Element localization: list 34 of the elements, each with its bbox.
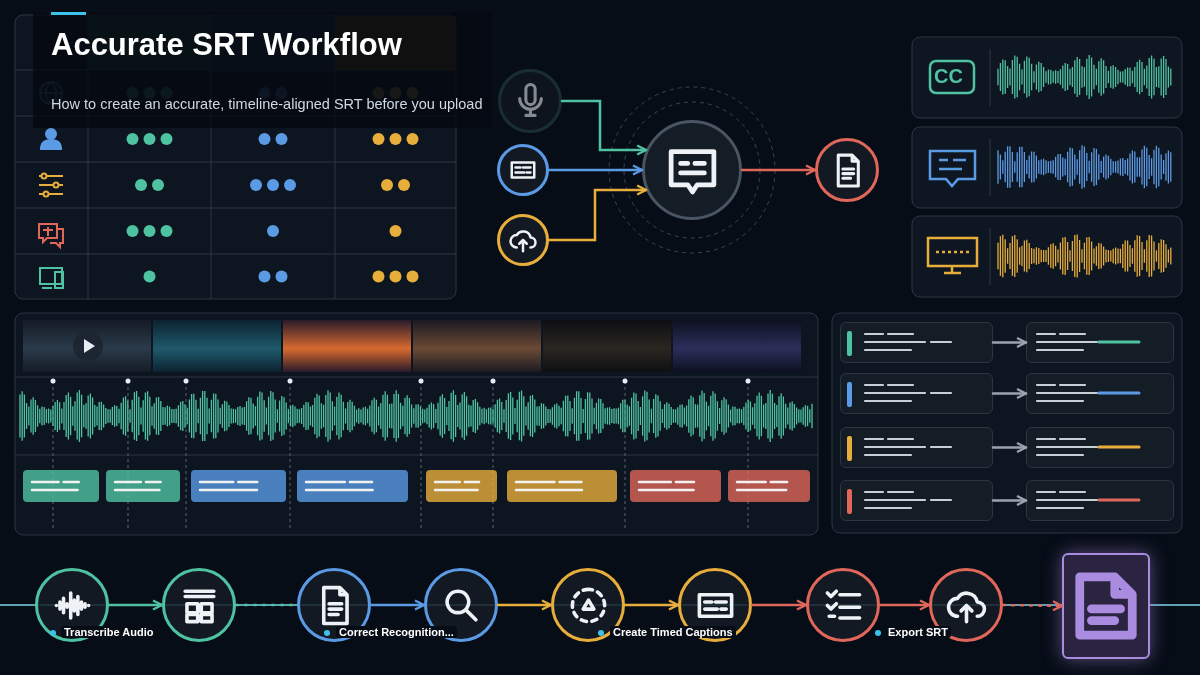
arrow	[547, 184, 648, 242]
arrow	[1001, 600, 1064, 612]
closed-caption-icon: CC	[934, 65, 963, 88]
arrow	[623, 599, 680, 611]
card	[1026, 427, 1174, 468]
step-label: Correct Recognition...	[336, 626, 457, 638]
step-circle	[497, 214, 549, 266]
arrow	[369, 599, 426, 611]
step-circle	[642, 120, 742, 220]
card	[1026, 322, 1174, 363]
arrow	[991, 441, 1028, 454]
arrow	[878, 599, 931, 611]
title: Accurate SRT Workflow	[51, 27, 402, 63]
step-circle	[815, 138, 879, 202]
arrow	[560, 99, 648, 156]
arrow	[750, 599, 808, 611]
subtitle: How to create an accurate, timeline-aligned SRT before you upload	[51, 96, 483, 112]
card	[840, 373, 993, 414]
card	[1026, 373, 1174, 414]
arrow	[740, 164, 817, 176]
arrow	[107, 599, 164, 611]
step-circle	[497, 144, 549, 196]
card	[840, 480, 993, 521]
arrow	[991, 336, 1028, 349]
card	[1062, 553, 1150, 659]
card	[1026, 480, 1174, 521]
arrow	[496, 599, 553, 611]
step-label: Create Timed Captions	[610, 626, 736, 638]
arrow	[991, 387, 1028, 400]
arrow	[547, 164, 644, 176]
arrow	[991, 494, 1028, 507]
step-label: Export SRT	[885, 626, 951, 638]
card	[840, 322, 993, 363]
card	[840, 427, 993, 468]
